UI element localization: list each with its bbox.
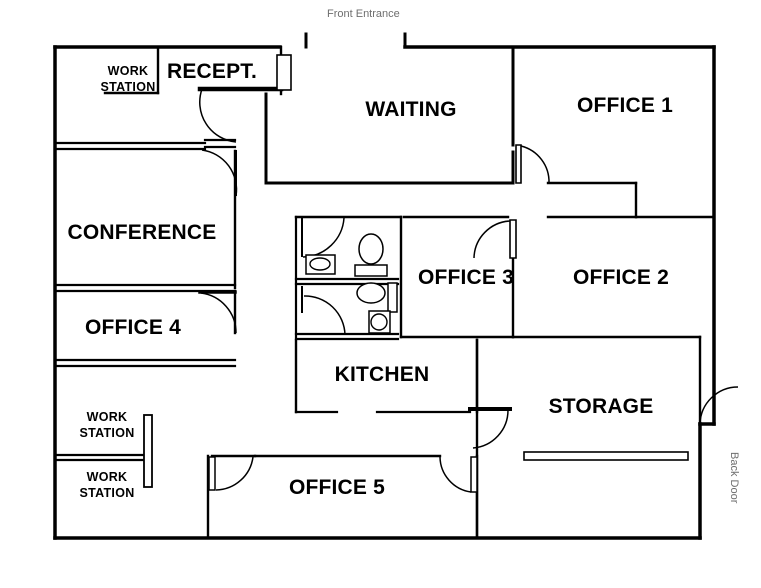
- office5-left-door-leaf: [208, 456, 216, 491]
- kitchen-door-swing-icon: [472, 409, 509, 449]
- reception-area: [103, 45, 284, 185]
- lower-workstations: [53, 453, 150, 462]
- sink-basin-icon-lower: [356, 282, 386, 304]
- front-entrance-opening: [304, 32, 407, 49]
- office1-door-swing-icon: [520, 145, 550, 184]
- sink-basin-icon: [309, 257, 331, 271]
- toilet-tank-icon: [354, 264, 388, 277]
- office5-right-door-leaf: [470, 456, 478, 493]
- bathroom-lower-fixtures: [356, 282, 398, 334]
- conference-door-swing-icon: [201, 149, 238, 197]
- office-1-walls: [546, 181, 716, 219]
- storage-shelf-icon: [523, 451, 689, 461]
- reception-door-swing-icon: [199, 88, 237, 143]
- annotation-back-door: Back Door: [728, 452, 740, 504]
- bathroom-door-swings: [302, 217, 346, 336]
- bathroom-upper-fixtures: [305, 233, 388, 277]
- toilet-bowl-icon-lower: [370, 313, 388, 331]
- office2-door-leaf: [509, 219, 517, 259]
- conference-room-walls: [53, 138, 237, 293]
- room-label-office-3: OFFICE 3: [417, 266, 515, 289]
- room-label-storage: STORAGE: [548, 395, 654, 418]
- reception-window-icon: [276, 54, 292, 91]
- urinal-icon: [387, 282, 398, 313]
- room-label-office-4: OFFICE 4: [84, 316, 182, 339]
- room-label-work-station-top: WORK STATION: [100, 64, 156, 94]
- waiting-room-walls: [264, 45, 515, 185]
- room-label-work-station-mid: WORK STATION: [79, 410, 135, 440]
- bathroom-upper-door-swing-icon: [302, 217, 345, 258]
- room-label-conference: CONFERENCE: [67, 221, 217, 244]
- annotation-front-entrance: Front Entrance: [327, 8, 400, 20]
- room-label-kitchen: KITCHEN: [334, 363, 430, 386]
- exterior-walls: [53, 45, 716, 540]
- office5-left-door-swing-icon: [215, 456, 254, 491]
- room-label-recept: RECEPT.: [166, 60, 258, 83]
- office2-door-swing-icon: [473, 220, 511, 259]
- bathroom-walls: [294, 215, 400, 341]
- room-label-office-5: OFFICE 5: [288, 476, 386, 499]
- room-label-office-1: OFFICE 1: [576, 94, 674, 117]
- room-label-office-2: OFFICE 2: [572, 266, 670, 289]
- workstation-partition-panel: [143, 414, 153, 488]
- room-label-work-station-bottom: WORK STATION: [79, 470, 135, 500]
- corridor-walls: [294, 215, 702, 426]
- office5-right-door-swing-icon: [439, 456, 472, 493]
- toilet-bowl-icon: [358, 233, 384, 265]
- office4-door-swing-icon: [200, 292, 237, 334]
- bathroom-lower-door-swing-icon: [303, 295, 346, 336]
- room-label-waiting: WAITING: [365, 98, 457, 121]
- back-door-swing-icon: [699, 386, 739, 425]
- office1-door-leaf: [515, 144, 522, 184]
